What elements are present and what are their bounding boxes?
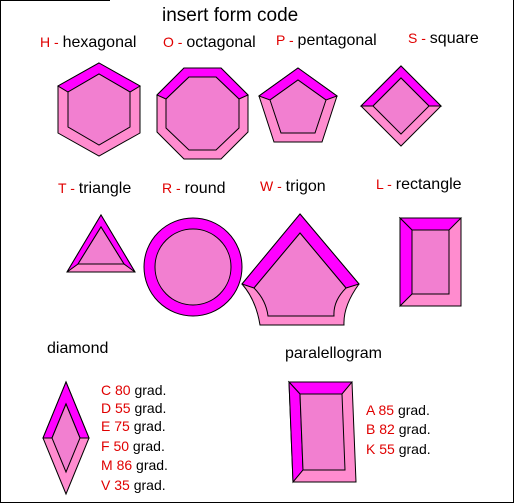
label-pentagonal: P - pentagonal (276, 32, 377, 50)
label-rectangle: L - rectangle (376, 176, 462, 194)
parallelogram-angle-row: K 55 grad. (366, 440, 431, 458)
angle-unit: grad. (133, 477, 166, 493)
shape-name: hexagonal (62, 34, 137, 51)
code-letter: L (376, 176, 384, 192)
label-octagonal: O - octagonal (163, 34, 256, 52)
shape-name: square (429, 30, 479, 47)
diamond-angle-row: M 86 grad. (101, 456, 168, 474)
shape-name: round (184, 180, 226, 197)
angle-code: E (101, 418, 111, 434)
diagram-title: insert form code (162, 5, 299, 26)
shape-name: rectangle (395, 176, 462, 193)
diamond-insert-icon (42, 380, 90, 496)
code-separator: - (66, 180, 79, 196)
octagon-insert-icon (156, 67, 249, 160)
label-trigon: W - trigon (260, 178, 326, 196)
pentagon-insert-icon (257, 67, 339, 143)
code-separator: - (173, 34, 187, 50)
angle-value: 75 (114, 418, 130, 434)
angle-value: 85 (378, 402, 395, 418)
code-letter: P (276, 32, 286, 48)
angle-unit: grad. (132, 438, 165, 454)
angle-code: M (101, 457, 113, 473)
code-letter: R (162, 180, 173, 196)
code-separator: - (417, 30, 430, 46)
code-letter: W (260, 178, 274, 194)
label-round: R - round (162, 180, 226, 198)
parallelogram-angle-row: A 85 grad. (366, 401, 430, 419)
code-separator: - (383, 176, 396, 192)
parallelogram-angle-row: B 82 grad. (366, 420, 431, 438)
angle-value: 80 (115, 382, 131, 398)
angle-value: 86 (116, 457, 133, 473)
label-hexagonal: H - hexagonal (40, 34, 136, 52)
code-separator: - (172, 180, 185, 196)
shape-name: pentagonal (297, 32, 377, 49)
angle-value: 35 (114, 477, 130, 493)
shape-name: triangle (78, 180, 132, 197)
angle-value: 55 (379, 441, 395, 457)
code-letter: T (58, 180, 67, 196)
label-square: S - square (408, 30, 479, 48)
angle-unit: grad. (134, 382, 167, 398)
triangle-insert-icon (66, 214, 136, 273)
diamond-angle-row: C 80 grad. (101, 381, 166, 399)
code-separator: - (285, 32, 298, 48)
angle-code: D (101, 400, 112, 416)
angle-value: 50 (113, 438, 130, 454)
rectangle-insert-icon (398, 216, 463, 308)
code-letter: O (163, 34, 174, 50)
code-separator: - (273, 178, 286, 194)
angle-unit: grad. (397, 402, 430, 418)
angle-code: A (366, 402, 375, 418)
hexagon-insert-icon (57, 62, 141, 157)
diamond-angle-row: F 50 grad. (101, 437, 165, 455)
diamond-angle-row: D 55 grad. (101, 399, 166, 417)
code-letter: S (408, 30, 418, 46)
top-border-segment (0, 0, 110, 1)
angle-unit: grad. (136, 457, 168, 473)
round-insert-icon (143, 217, 243, 317)
angle-code: K (366, 441, 376, 457)
angle-code: C (101, 382, 112, 398)
square-insert-icon (359, 65, 443, 147)
angle-value: 82 (379, 421, 395, 437)
angle-code: B (366, 421, 376, 437)
angle-value: 55 (115, 400, 131, 416)
diamond-angle-row: E 75 grad. (101, 417, 166, 435)
parallelogram-insert-icon (287, 380, 357, 484)
diamond-angle-row: V 35 grad. (101, 476, 166, 494)
shape-name: octagonal (186, 34, 256, 51)
shape-name: trigon (285, 178, 326, 195)
code-separator: - (50, 34, 63, 50)
angle-unit: grad. (133, 418, 166, 434)
angle-unit: grad. (398, 441, 431, 457)
angle-code: V (101, 477, 111, 493)
angle-unit: grad. (398, 421, 431, 437)
code-letter: H (40, 34, 51, 50)
angle-unit: grad. (134, 400, 167, 416)
label-diamond: diamond (47, 340, 109, 357)
label-parallelogram: paralellogram (285, 345, 382, 362)
trigon-insert-icon (241, 213, 360, 326)
label-triangle: T - triangle (58, 180, 131, 198)
angle-code: F (101, 438, 110, 454)
